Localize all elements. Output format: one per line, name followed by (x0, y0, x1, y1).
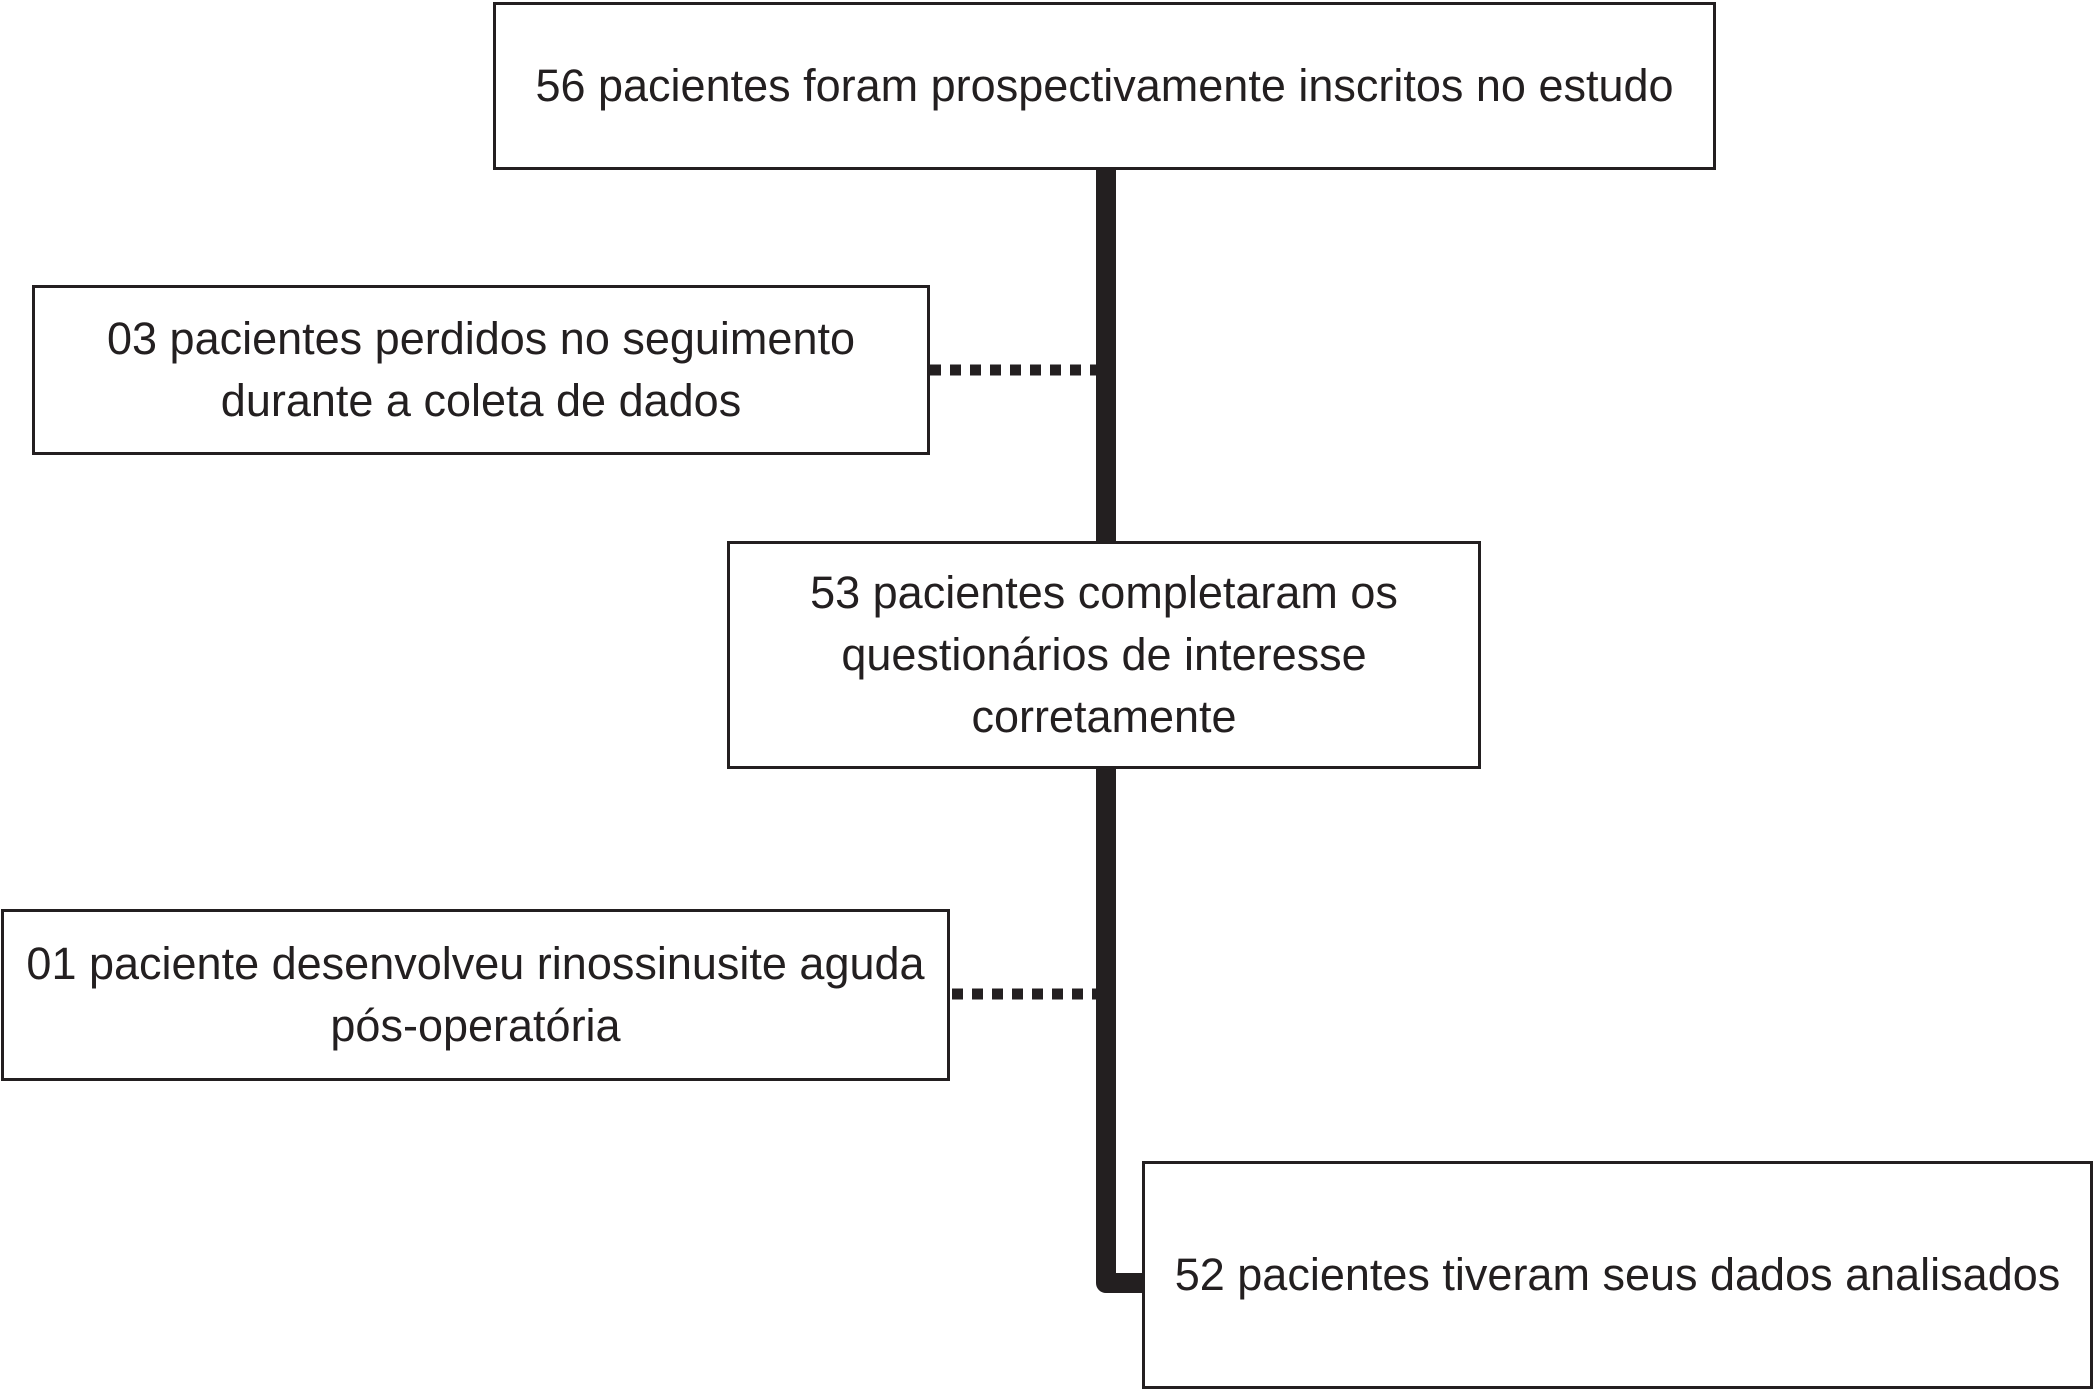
box-completed-questionnaires: 53 pacientes completaram os questionário… (727, 541, 1481, 769)
box-enrolled-patients: 56 pacientes foram prospectivamente insc… (493, 2, 1716, 170)
box-analyzed-text: 52 pacientes tiveram seus dados analisad… (1174, 1249, 2061, 1300)
connector-completed-to-analyzed (1096, 769, 1142, 1293)
box-lost-followup: 03 pacientes perdidos no seguimento dura… (32, 285, 930, 455)
box-completed-text: 53 pacientes completaram os questionário… (810, 567, 1398, 742)
box-excluded-patient: 01 paciente desenvolveu rinossinusite ag… (1, 909, 950, 1081)
box-lost-followup-text: 03 pacientes perdidos no seguimento dura… (106, 313, 855, 426)
box-analyzed-patients: 52 pacientes tiveram seus dados analisad… (1142, 1161, 2093, 1389)
box-excluded-text: 01 paciente desenvolveu rinossinusite ag… (26, 938, 925, 1051)
box-enrolled-text: 56 pacientes foram prospectivamente insc… (535, 60, 1674, 111)
